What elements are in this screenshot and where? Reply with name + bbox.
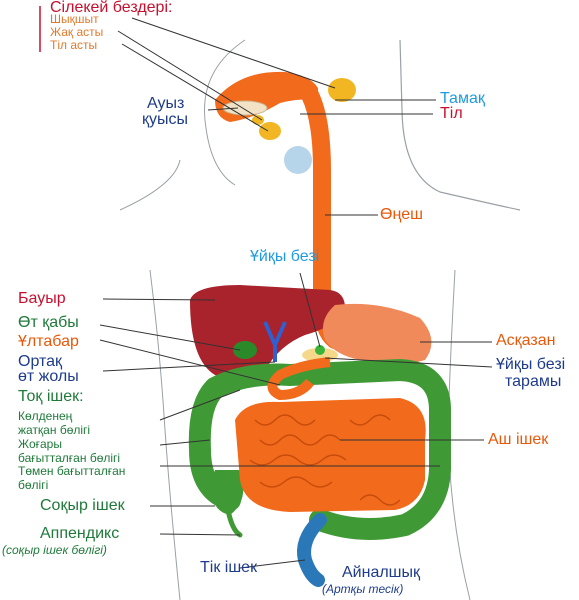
label-colon-title: Тоқ ішек:	[18, 388, 84, 405]
label-rectum: Тік ішек	[200, 559, 258, 576]
torso-left-outline	[149, 269, 181, 600]
label-colon-ascending-1: Жоғары	[18, 437, 62, 451]
sublingual-gland	[252, 115, 264, 125]
throat-cartilage	[284, 146, 312, 174]
shoulder-outline	[119, 159, 181, 211]
pancreas-dot	[315, 345, 325, 355]
appendix-shape	[225, 507, 243, 538]
submandibular-gland	[259, 122, 281, 140]
cecum-shape	[212, 470, 244, 515]
salivary-glands-title: Сілекей бездері:	[50, 0, 173, 16]
colon-frame	[188, 358, 451, 540]
label-common-bile-1: Ортақ	[18, 353, 63, 370]
label-pancreatic-duct-1: Ұйқы безі	[496, 356, 566, 373]
duodenum-shape	[267, 357, 331, 401]
label-colon-descending-1: Төмен бағытталған	[18, 464, 126, 478]
gallbladder-shape	[233, 341, 257, 359]
label-colon-descending-2: бөлігі	[18, 478, 49, 492]
label-anus: Айналшық	[342, 564, 421, 581]
bile-ducts	[263, 321, 287, 362]
label-mouth-1: Ауыз	[147, 95, 185, 112]
stomach-shape	[322, 303, 432, 364]
teeth	[222, 100, 268, 116]
label-colon-transverse-2: жатқан бөлігі	[18, 423, 91, 437]
parotid-gland	[328, 78, 356, 102]
label-colon-transverse-1: Көлденең	[18, 409, 73, 423]
label-pancreatic-duct-2: тарамы	[505, 373, 562, 390]
label-appendix-note: (соқыр ішек бөлігі)	[2, 543, 107, 557]
label-mouth-2: қуысы	[142, 111, 188, 128]
label-esophagus: Өңеш	[380, 206, 424, 223]
label-pharynx: Тамақ	[440, 90, 485, 107]
head-outline	[204, 39, 246, 186]
label-anus-note: (Артқы тесік)	[322, 582, 404, 596]
label-tongue: Тіл	[440, 105, 463, 122]
label-colon-ascending-2: бағытталған бөлігі	[18, 451, 121, 465]
label-parotid: Шықшыт	[50, 12, 99, 26]
body-outline	[399, 39, 521, 211]
label-appendix: Аппендикс	[40, 525, 120, 542]
rectum-shape	[297, 513, 327, 587]
small-intestine-folds	[249, 414, 401, 506]
label-cecum: Соқыр ішек	[40, 497, 125, 514]
label-stomach: Асқазан	[496, 332, 556, 349]
label-pancreas: Ұйқы безі	[250, 248, 320, 265]
label-sublingual: Тіл асты	[50, 38, 98, 52]
label-small-intestine: Аш ішек	[488, 431, 549, 448]
label-common-bile-2: өт жолы	[18, 368, 79, 385]
label-liver: Бауыр	[18, 290, 66, 307]
leader-lines	[99, 17, 493, 569]
label-submandibular: Жақ асты	[50, 25, 104, 39]
label-duodenum: Ұлтабар	[18, 333, 79, 350]
torso-right-outline	[447, 269, 471, 600]
label-gallbladder: Өт қабы	[18, 314, 79, 331]
